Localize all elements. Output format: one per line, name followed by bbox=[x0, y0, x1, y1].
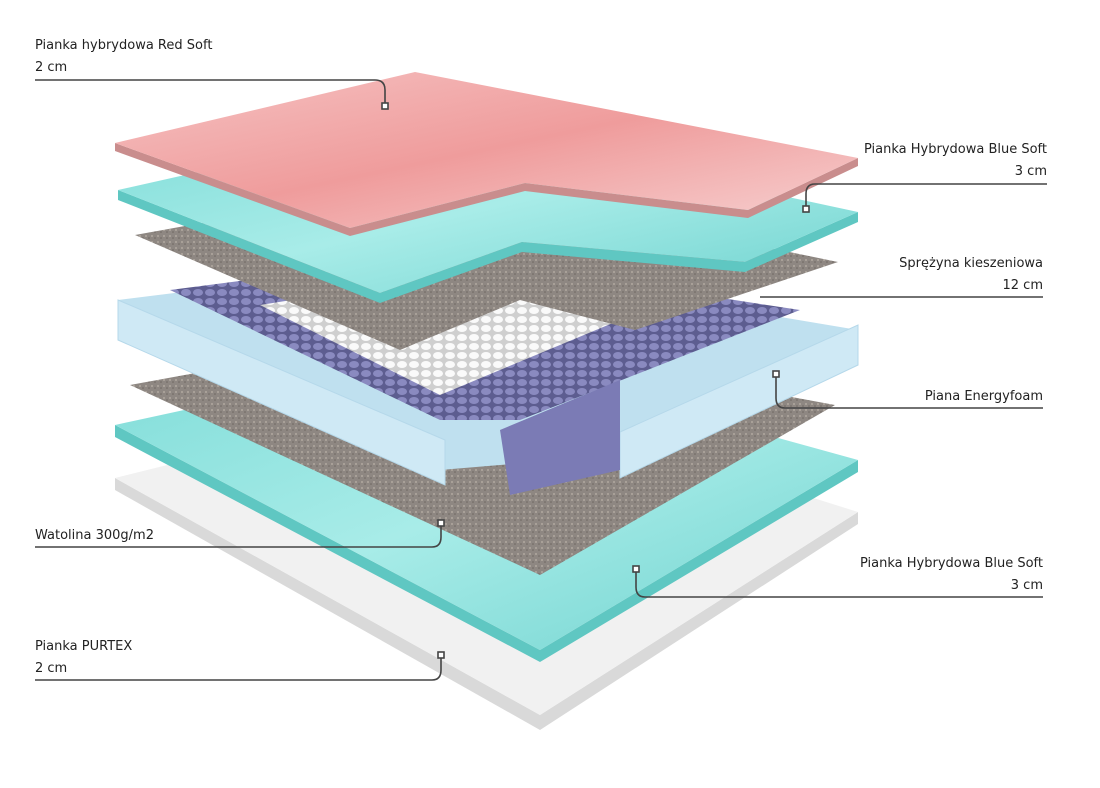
label-blue-soft-top: Pianka Hybrydowa Blue Soft 3 cm bbox=[864, 139, 1047, 183]
label-pocket-spring: Sprężyna kieszeniowa 12 cm bbox=[899, 253, 1043, 297]
label-energyfoam: Piana Energyfoam bbox=[925, 386, 1043, 408]
label-size: 3 cm bbox=[1010, 578, 1043, 593]
label-name: Sprężyna kieszeniowa bbox=[899, 256, 1043, 271]
label-size: 3 cm bbox=[1014, 164, 1047, 179]
label-name: Pianka Hybrydowa Blue Soft bbox=[859, 556, 1043, 571]
label-name: Watolina 300g/m2 bbox=[35, 528, 154, 543]
label-blue-soft-bottom: Pianka Hybrydowa Blue Soft 3 cm bbox=[860, 553, 1043, 597]
label-name: Pianka hybrydowa Red Soft bbox=[35, 38, 213, 53]
label-red-soft: Pianka hybrydowa Red Soft 2 cm bbox=[35, 35, 212, 79]
label-name: Pianka Hybrydowa Blue Soft bbox=[863, 142, 1047, 157]
layer-red-soft bbox=[115, 72, 858, 236]
leader-lines bbox=[35, 79, 1047, 681]
label-purtex: Pianka PURTEX 2 cm bbox=[35, 636, 132, 680]
label-size: 2 cm bbox=[35, 60, 68, 75]
label-size: 2 cm bbox=[35, 661, 68, 676]
label-name: Piana Energyfoam bbox=[924, 389, 1043, 404]
label-watolina: Watolina 300g/m2 bbox=[35, 525, 154, 547]
label-name: Pianka PURTEX bbox=[35, 639, 133, 654]
label-size: 12 cm bbox=[1002, 278, 1044, 293]
